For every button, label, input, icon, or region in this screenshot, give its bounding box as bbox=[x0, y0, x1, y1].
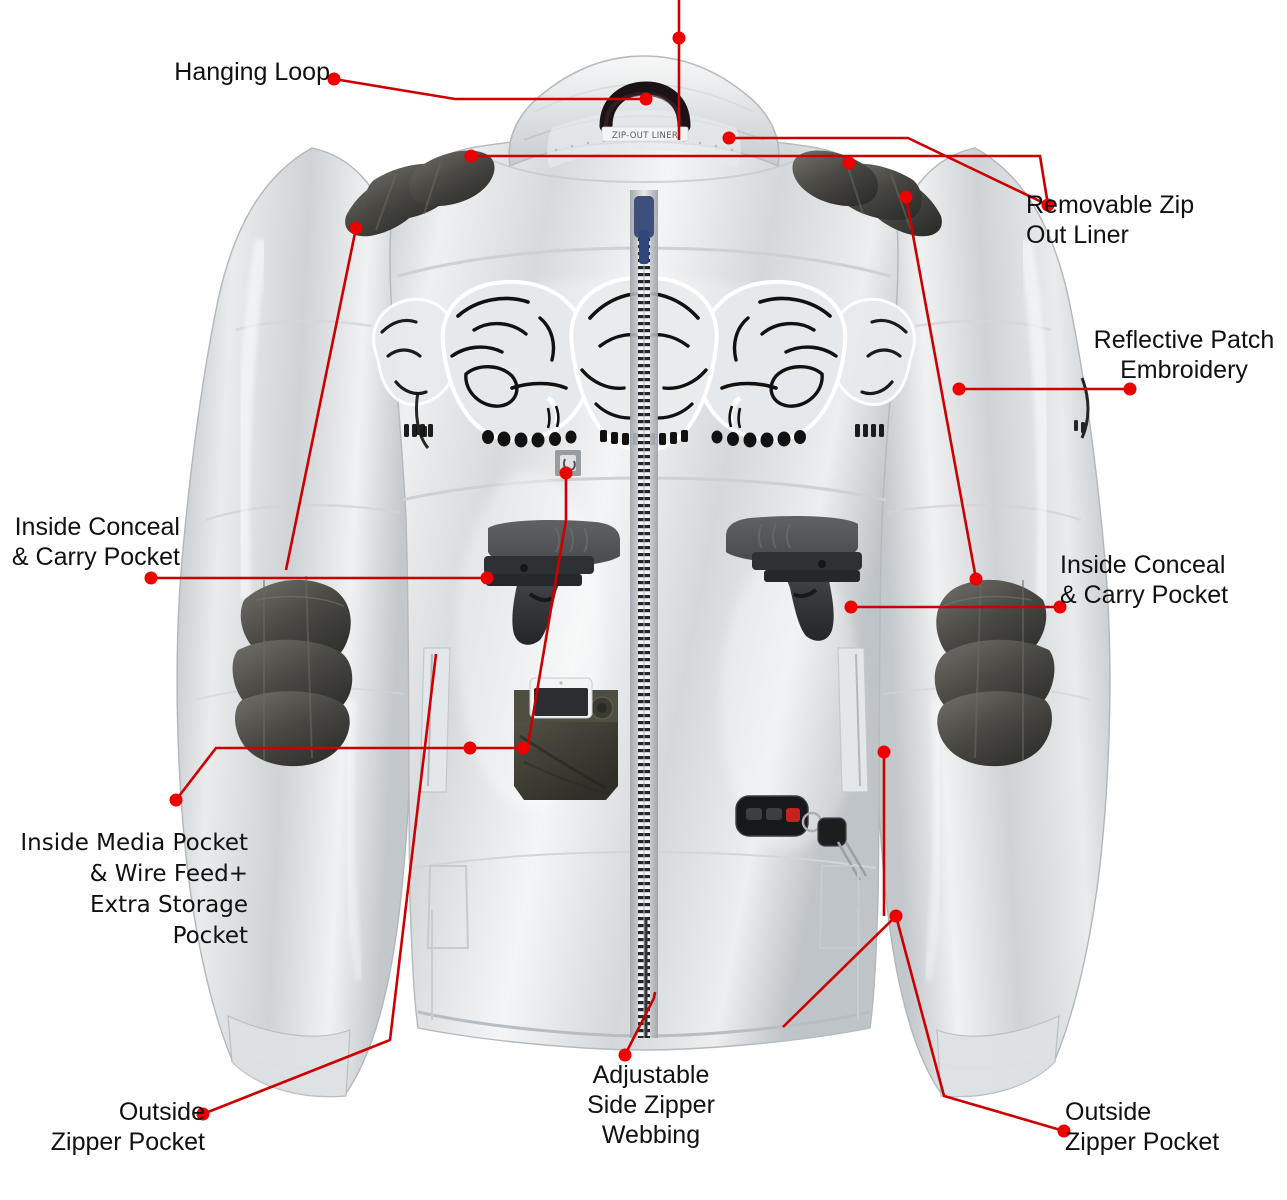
front-center-zipper bbox=[630, 190, 658, 1038]
smartphone bbox=[529, 677, 593, 719]
left-elbow-armor-pad bbox=[232, 575, 353, 767]
callout-outside-zipper-pocket-left: Outside Zipper Pocket bbox=[50, 1098, 205, 1156]
callout-hanging-loop: Hanging Loop bbox=[174, 58, 330, 86]
callout-reflective-patch-embroidery: Reflective Patch Embroidery bbox=[1093, 326, 1275, 384]
outside-zipper-pocket-right-detail bbox=[837, 647, 869, 793]
jacket-right-sleeve bbox=[874, 147, 1111, 1098]
callout-removable-zip-out-liner: Removable Zip Out Liner bbox=[1026, 191, 1195, 249]
callout-outside-zipper-pocket-right: Outside Zipper Pocket bbox=[1065, 1098, 1220, 1156]
callout-inside-conceal-carry-pocket-left: Inside Conceal & Carry Pocket bbox=[11, 513, 180, 571]
sleeve-skull-embroidery bbox=[414, 377, 1090, 449]
outside-zipper-pocket-left-detail bbox=[419, 647, 451, 793]
callout-adjustable-side-zipper-webbing: Adjustable Side Zipper Webbing bbox=[587, 1061, 715, 1149]
callout-inside-conceal-carry-pocket-right: Inside Conceal & Carry Pocket bbox=[1060, 551, 1229, 609]
svg-text:ZIP-OUT LINER: ZIP-OUT LINER bbox=[612, 131, 678, 141]
right-elbow-armor-pad bbox=[934, 575, 1055, 767]
chest-snap-hook bbox=[555, 450, 581, 476]
jacket-left-sleeve bbox=[176, 147, 413, 1098]
reflective-skull-embroidery bbox=[372, 275, 916, 453]
inside-media-pouch bbox=[514, 677, 618, 800]
car-key-fob bbox=[735, 795, 868, 881]
zip-out-liner-tag: ZIP-OUT LINER bbox=[601, 126, 689, 142]
callout-inside-media-pocket: Inside Media Pocket & Wire Feed+ Extra S… bbox=[20, 830, 248, 949]
pistol-right-chest bbox=[726, 516, 862, 641]
